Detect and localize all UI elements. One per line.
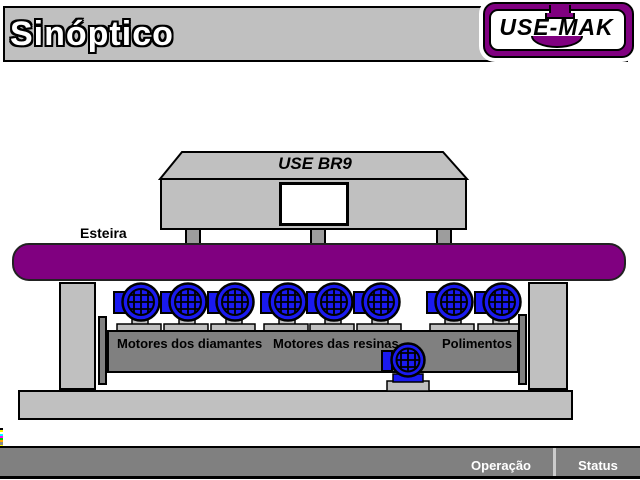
page-title: Sinóptico [10, 15, 174, 53]
motor-icon [207, 281, 257, 338]
motor-beam: Motores dos diamantes Motores das resina… [107, 330, 519, 373]
motor-icon [160, 281, 210, 338]
beam-label-diamantes: Motores dos diamantes [117, 336, 263, 351]
usemak-logo-u-foot [545, 13, 575, 19]
machine-display-window [279, 182, 349, 226]
usemak-logo-text: USE-MAK [499, 14, 614, 40]
footer-bar [0, 446, 640, 479]
usemak-logo-u-stub [549, 5, 571, 14]
machine-name-label: USE BR9 [278, 154, 352, 173]
motor-icon [113, 281, 163, 338]
support-column-right [528, 282, 568, 390]
footer-divider [553, 448, 556, 476]
beam-endcap-left [98, 316, 107, 385]
conveyor-belt [12, 243, 626, 281]
status-button[interactable]: Status [578, 458, 618, 473]
motor-icon [353, 281, 403, 338]
motor-icon [306, 281, 356, 338]
beam-endcap-right [518, 314, 527, 385]
motor-icon [260, 281, 310, 338]
operacao-button[interactable]: Operação [471, 458, 531, 473]
color-artifact [0, 428, 3, 447]
support-column-left [59, 282, 96, 390]
motor-icon-bottom [381, 342, 433, 397]
beam-label-resinas: Motores das resinas [273, 336, 399, 351]
machine-top-face [157, 151, 470, 180]
conveyor-label: Esteira [80, 225, 127, 241]
motor-icon [426, 281, 476, 338]
base-platform [18, 390, 573, 420]
beam-label-polimentos: Polimentos [442, 336, 513, 351]
